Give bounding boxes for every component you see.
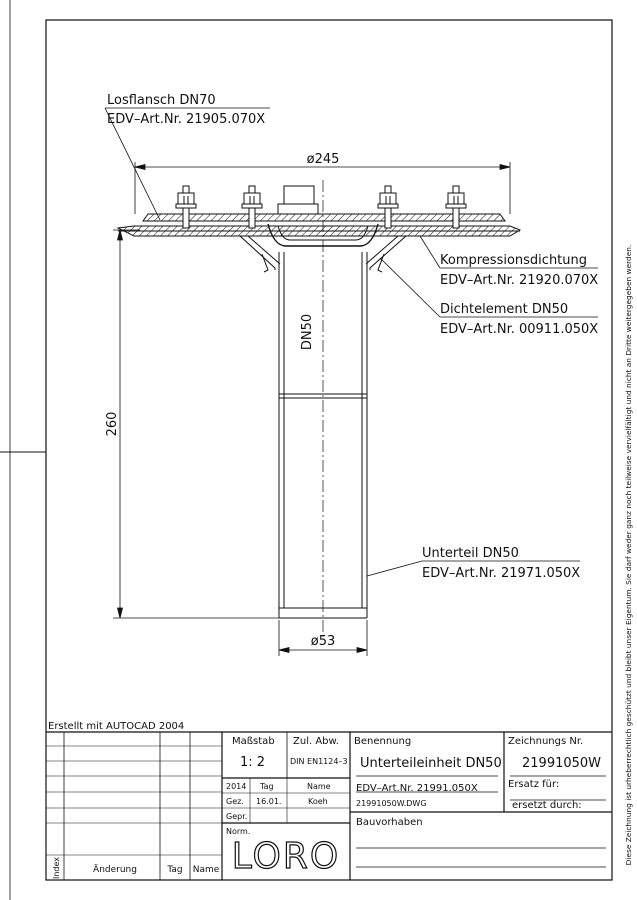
dim-pipe-diameter: ø53 (311, 634, 336, 649)
bauvorhaben-label: Bauvorhaben (356, 817, 423, 828)
name-column-label: Name (193, 865, 220, 875)
callout-unterteil-name: Unterteil DN50 (422, 546, 519, 561)
flange-bolt (377, 185, 399, 229)
gez-tag: 16.01. (256, 797, 281, 806)
tag-column-label: Tag (166, 865, 182, 875)
callout-losflansch-art: EDV–Art.Nr. 21905.070X (107, 112, 265, 127)
ersetzt-durch-label: ersetzt durch: (512, 800, 582, 811)
massstab-value: 1: 2 (240, 755, 265, 770)
year-cell: 2014 (226, 782, 246, 791)
callout-dichtelement-name: Dichtelement DN50 (440, 302, 568, 317)
flange-bolt (241, 185, 263, 229)
norm-label: Norm. (226, 827, 250, 836)
gepr-label: Gepr. (226, 812, 247, 821)
callout-losflansch-name: Losflansch DN70 (107, 93, 216, 108)
flange-assembly (116, 185, 522, 273)
gez-name: Koeh (308, 797, 328, 806)
dimension-lines (113, 162, 511, 656)
zul-abw-value: DIN EN1124–3 (290, 757, 348, 766)
flange-bolt (175, 185, 197, 229)
pipe-dn-label: DN50 (300, 314, 315, 350)
copyright-note: Diese Zeichnung ist urheberrechtlich ges… (624, 245, 633, 866)
dim-height: 260 (105, 412, 120, 437)
massstab-label: Maßstab (232, 736, 275, 747)
dim-flange-width: ø245 (307, 152, 340, 167)
flange-bolt (445, 185, 467, 229)
callout-dichtelement-art: EDV–Art.Nr. 00911.050X (440, 322, 598, 337)
zeichnungs-nr-value: 21991050W (522, 756, 601, 771)
pipe-unterteil (278, 252, 368, 619)
art-nr-value: EDV–Art.Nr. 21991.050X (356, 783, 478, 794)
benennung-value: Unterteileinheit DN50 (360, 756, 502, 771)
loro-logo-text: LORO (232, 836, 340, 877)
tag-header: Tag (259, 782, 274, 791)
callout-unterteil-art: EDV–Art.Nr. 21971.050X (422, 566, 580, 581)
title-block (46, 731, 612, 880)
leader-lines (104, 107, 598, 577)
drawing-frame (0, 0, 613, 900)
callout-kompression-name: Kompressionsdichtung (440, 253, 587, 268)
index-label: Index (52, 857, 61, 879)
zeichnungs-nr-label: Zeichnungs Nr. (508, 736, 583, 747)
ersatz-fuer-label: Ersatz für: (508, 779, 559, 790)
created-with-label: Erstellt mit AUTOCAD 2004 (48, 721, 184, 732)
gez-label: Gez. (226, 797, 244, 806)
bolt-group (175, 185, 467, 229)
dwg-filename: 21991050W.DWG (356, 799, 427, 808)
callout-kompression-art: EDV–Art.Nr. 21920.070X (440, 273, 598, 288)
zul-abw-label: Zul. Abw. (293, 736, 339, 747)
aenderung-label: Änderung (93, 864, 137, 875)
name-header: Name (307, 782, 331, 791)
benennung-label: Benennung (354, 736, 411, 747)
loro-logo: LORO (231, 835, 340, 877)
